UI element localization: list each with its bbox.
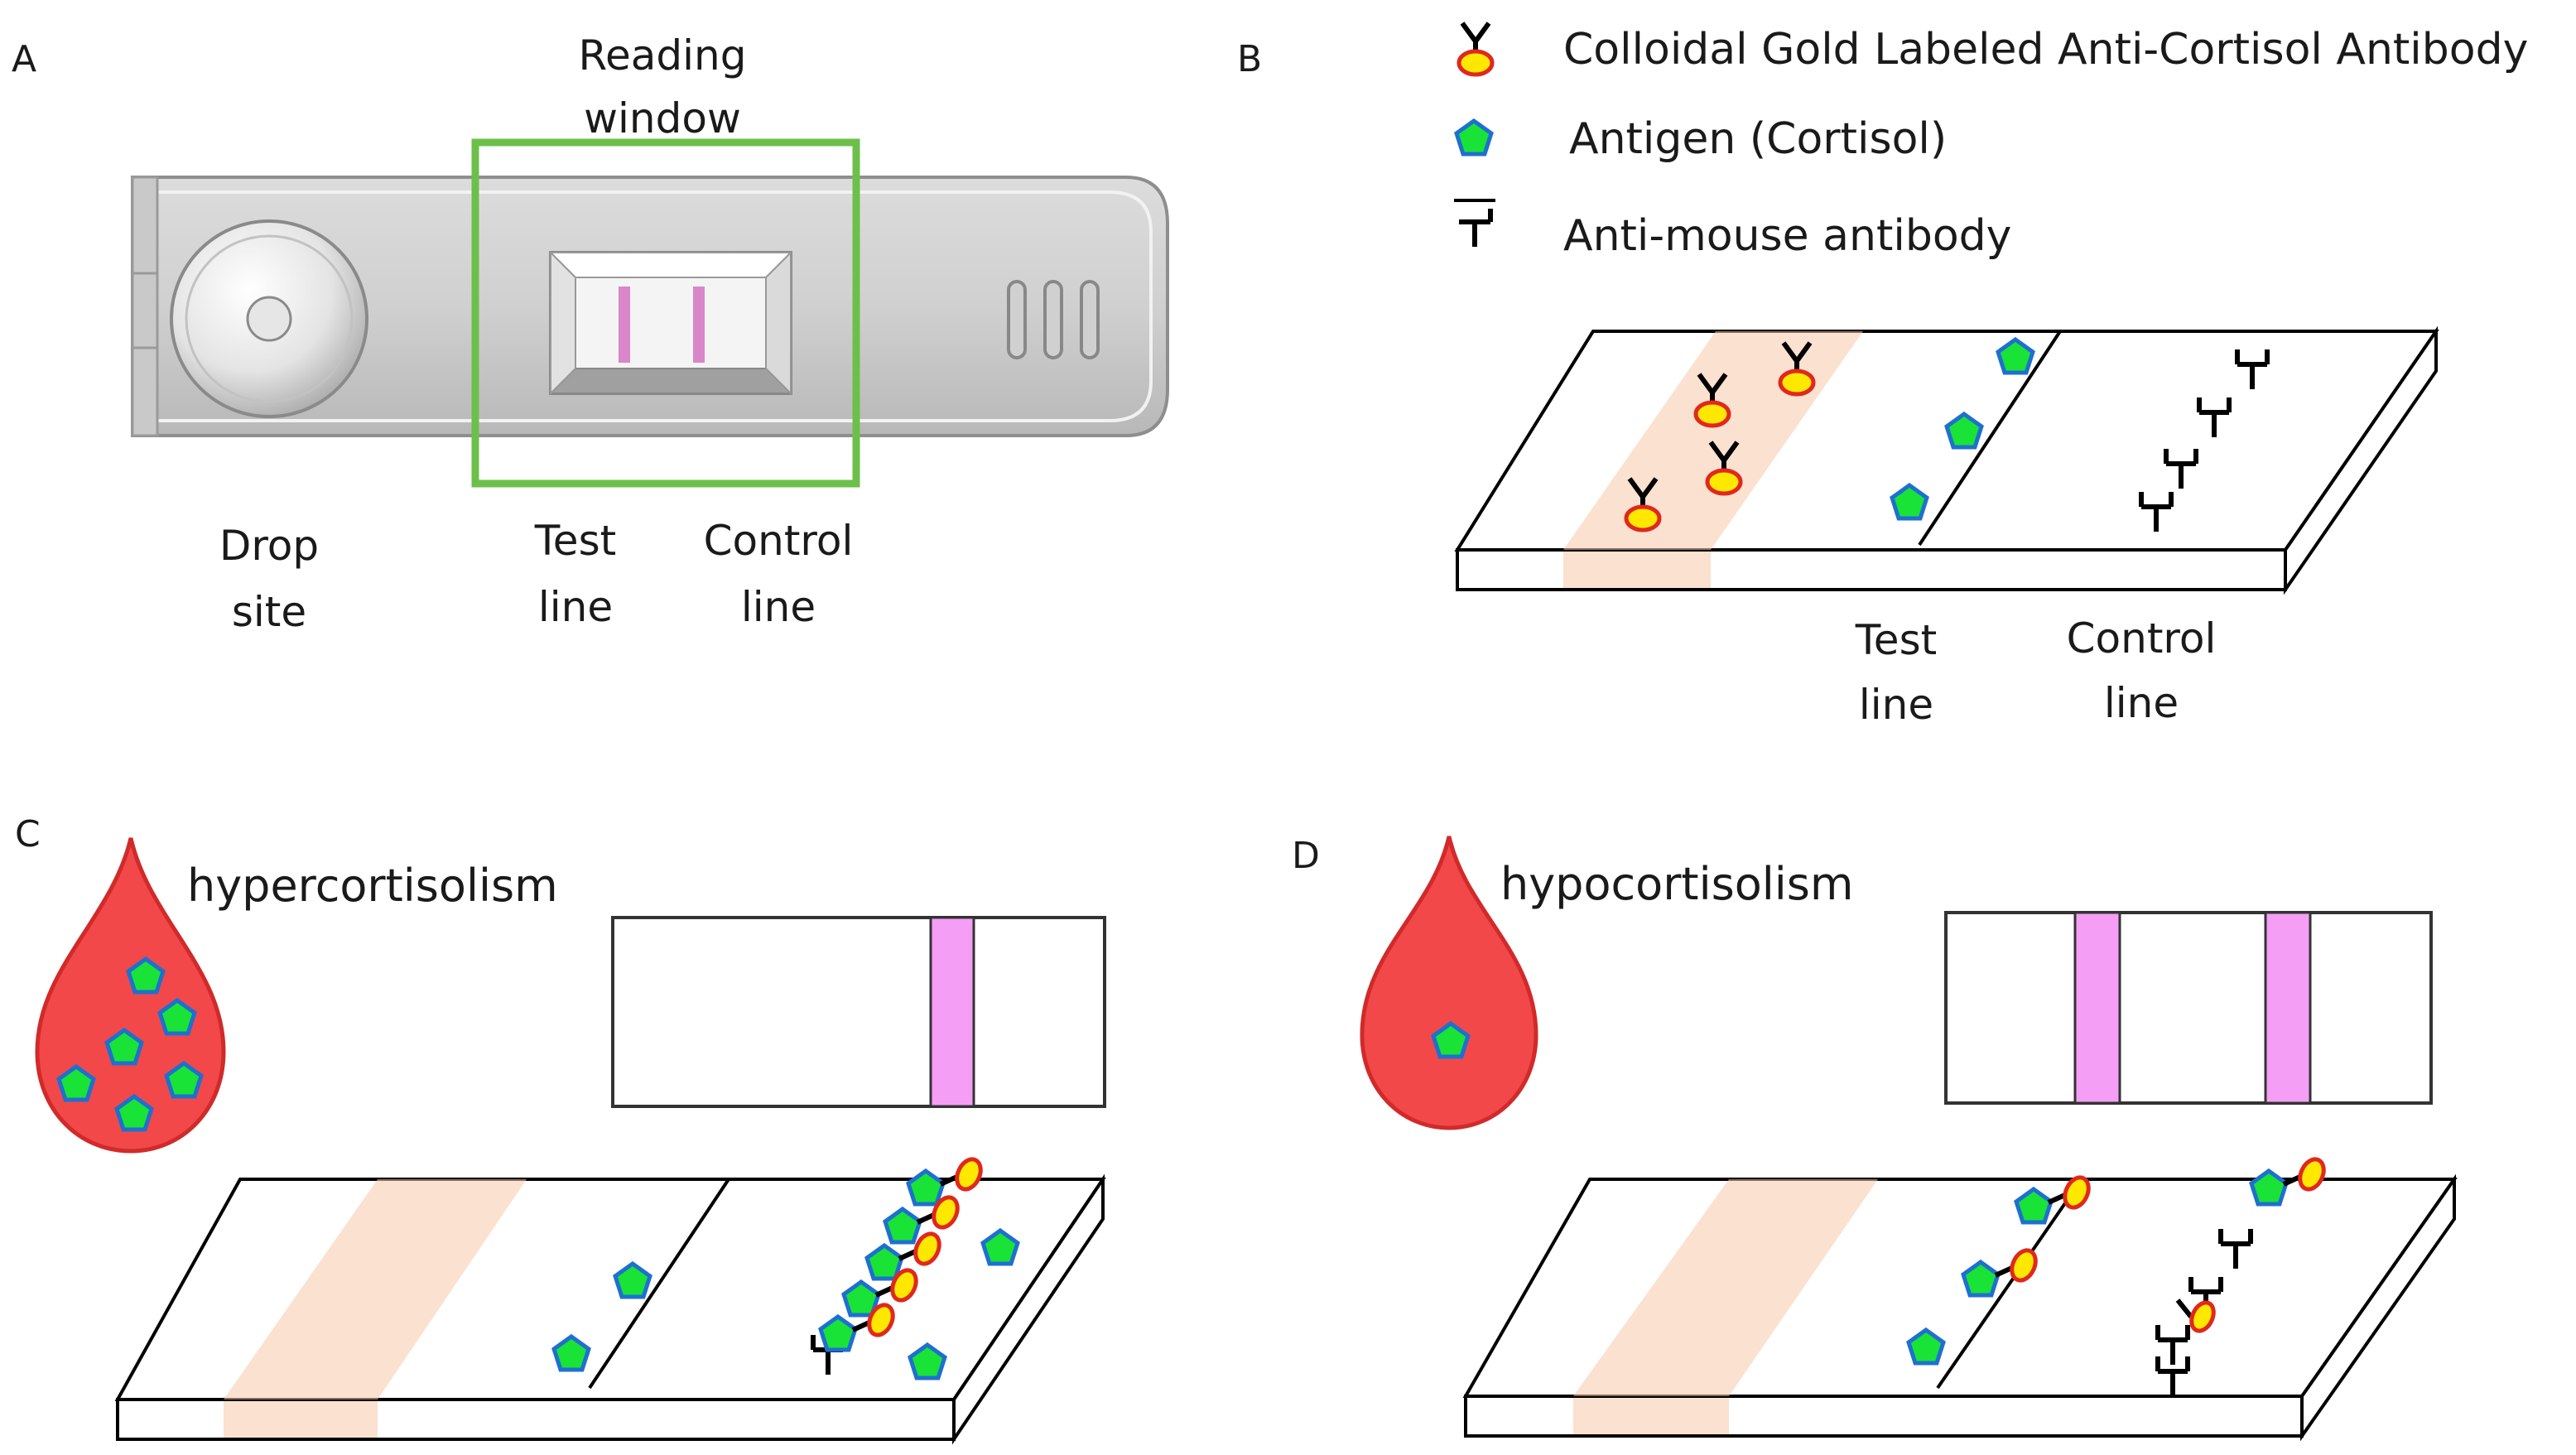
condition-label-d: hypocortisolism	[1500, 858, 1854, 910]
test-strip-d	[1462, 1155, 2458, 1442]
drop-site-label-2: site	[232, 588, 306, 636]
b-test-line-label-2: line	[1859, 681, 1933, 729]
test-strip-b	[1454, 325, 2439, 595]
blood-drop-low-cortisol	[1360, 836, 1538, 1130]
b-test-line-label-1: Test	[1855, 616, 1937, 664]
b-control-line-label-2: line	[2104, 679, 2179, 727]
b-control-line-label-1: Control	[2067, 614, 2217, 662]
reading-window-label-2: window	[584, 94, 741, 142]
drop-site-label-1: Drop	[219, 522, 319, 570]
cortisol-antigen-icon	[1457, 121, 1491, 154]
c-control-band	[929, 916, 975, 1108]
reading-window-frame	[471, 138, 860, 488]
reading-window-label-1: Reading	[579, 31, 747, 79]
test-line-band	[619, 287, 630, 363]
legend-label-gold-antibody: Colloidal Gold Labeled Anti-Cortisol Ant…	[1563, 25, 2528, 75]
b-test-line	[1918, 330, 2062, 547]
drop-site-well	[170, 219, 368, 418]
legend-label-antigen: Antigen (Cortisol)	[1569, 114, 1947, 164]
result-window-c	[611, 916, 1106, 1108]
test-strip-c	[114, 1155, 1106, 1445]
d-test-band	[2073, 911, 2121, 1105]
panel-letter-d: D	[1292, 835, 1320, 877]
panel-letter-a: A	[12, 38, 36, 80]
a-control-line-label-2: line	[741, 583, 816, 631]
panel-letter-c: C	[15, 813, 41, 855]
blood-drop-high-cortisol	[35, 837, 226, 1154]
d-control-band	[2264, 911, 2312, 1105]
vent-slots	[1007, 280, 1100, 359]
a-test-line-label-2: line	[538, 583, 613, 631]
a-test-line-label-1: Test	[534, 517, 616, 565]
gold-antibody-icon	[1459, 23, 1492, 75]
panel-letter-b: B	[1237, 38, 1262, 80]
anti-mouse-antibody-icon	[1454, 199, 1495, 247]
result-window-d	[1944, 911, 2433, 1105]
condition-label-c: hypercortisolism	[187, 860, 558, 912]
legend-label-anti-mouse: Anti-mouse antibody	[1563, 211, 2011, 261]
viewing-slot	[548, 250, 793, 396]
legend: Colloidal Gold Labeled Anti-Cortisol Ant…	[1454, 23, 2528, 261]
a-control-line-label-1: Control	[704, 517, 854, 565]
control-line-band	[693, 287, 705, 363]
